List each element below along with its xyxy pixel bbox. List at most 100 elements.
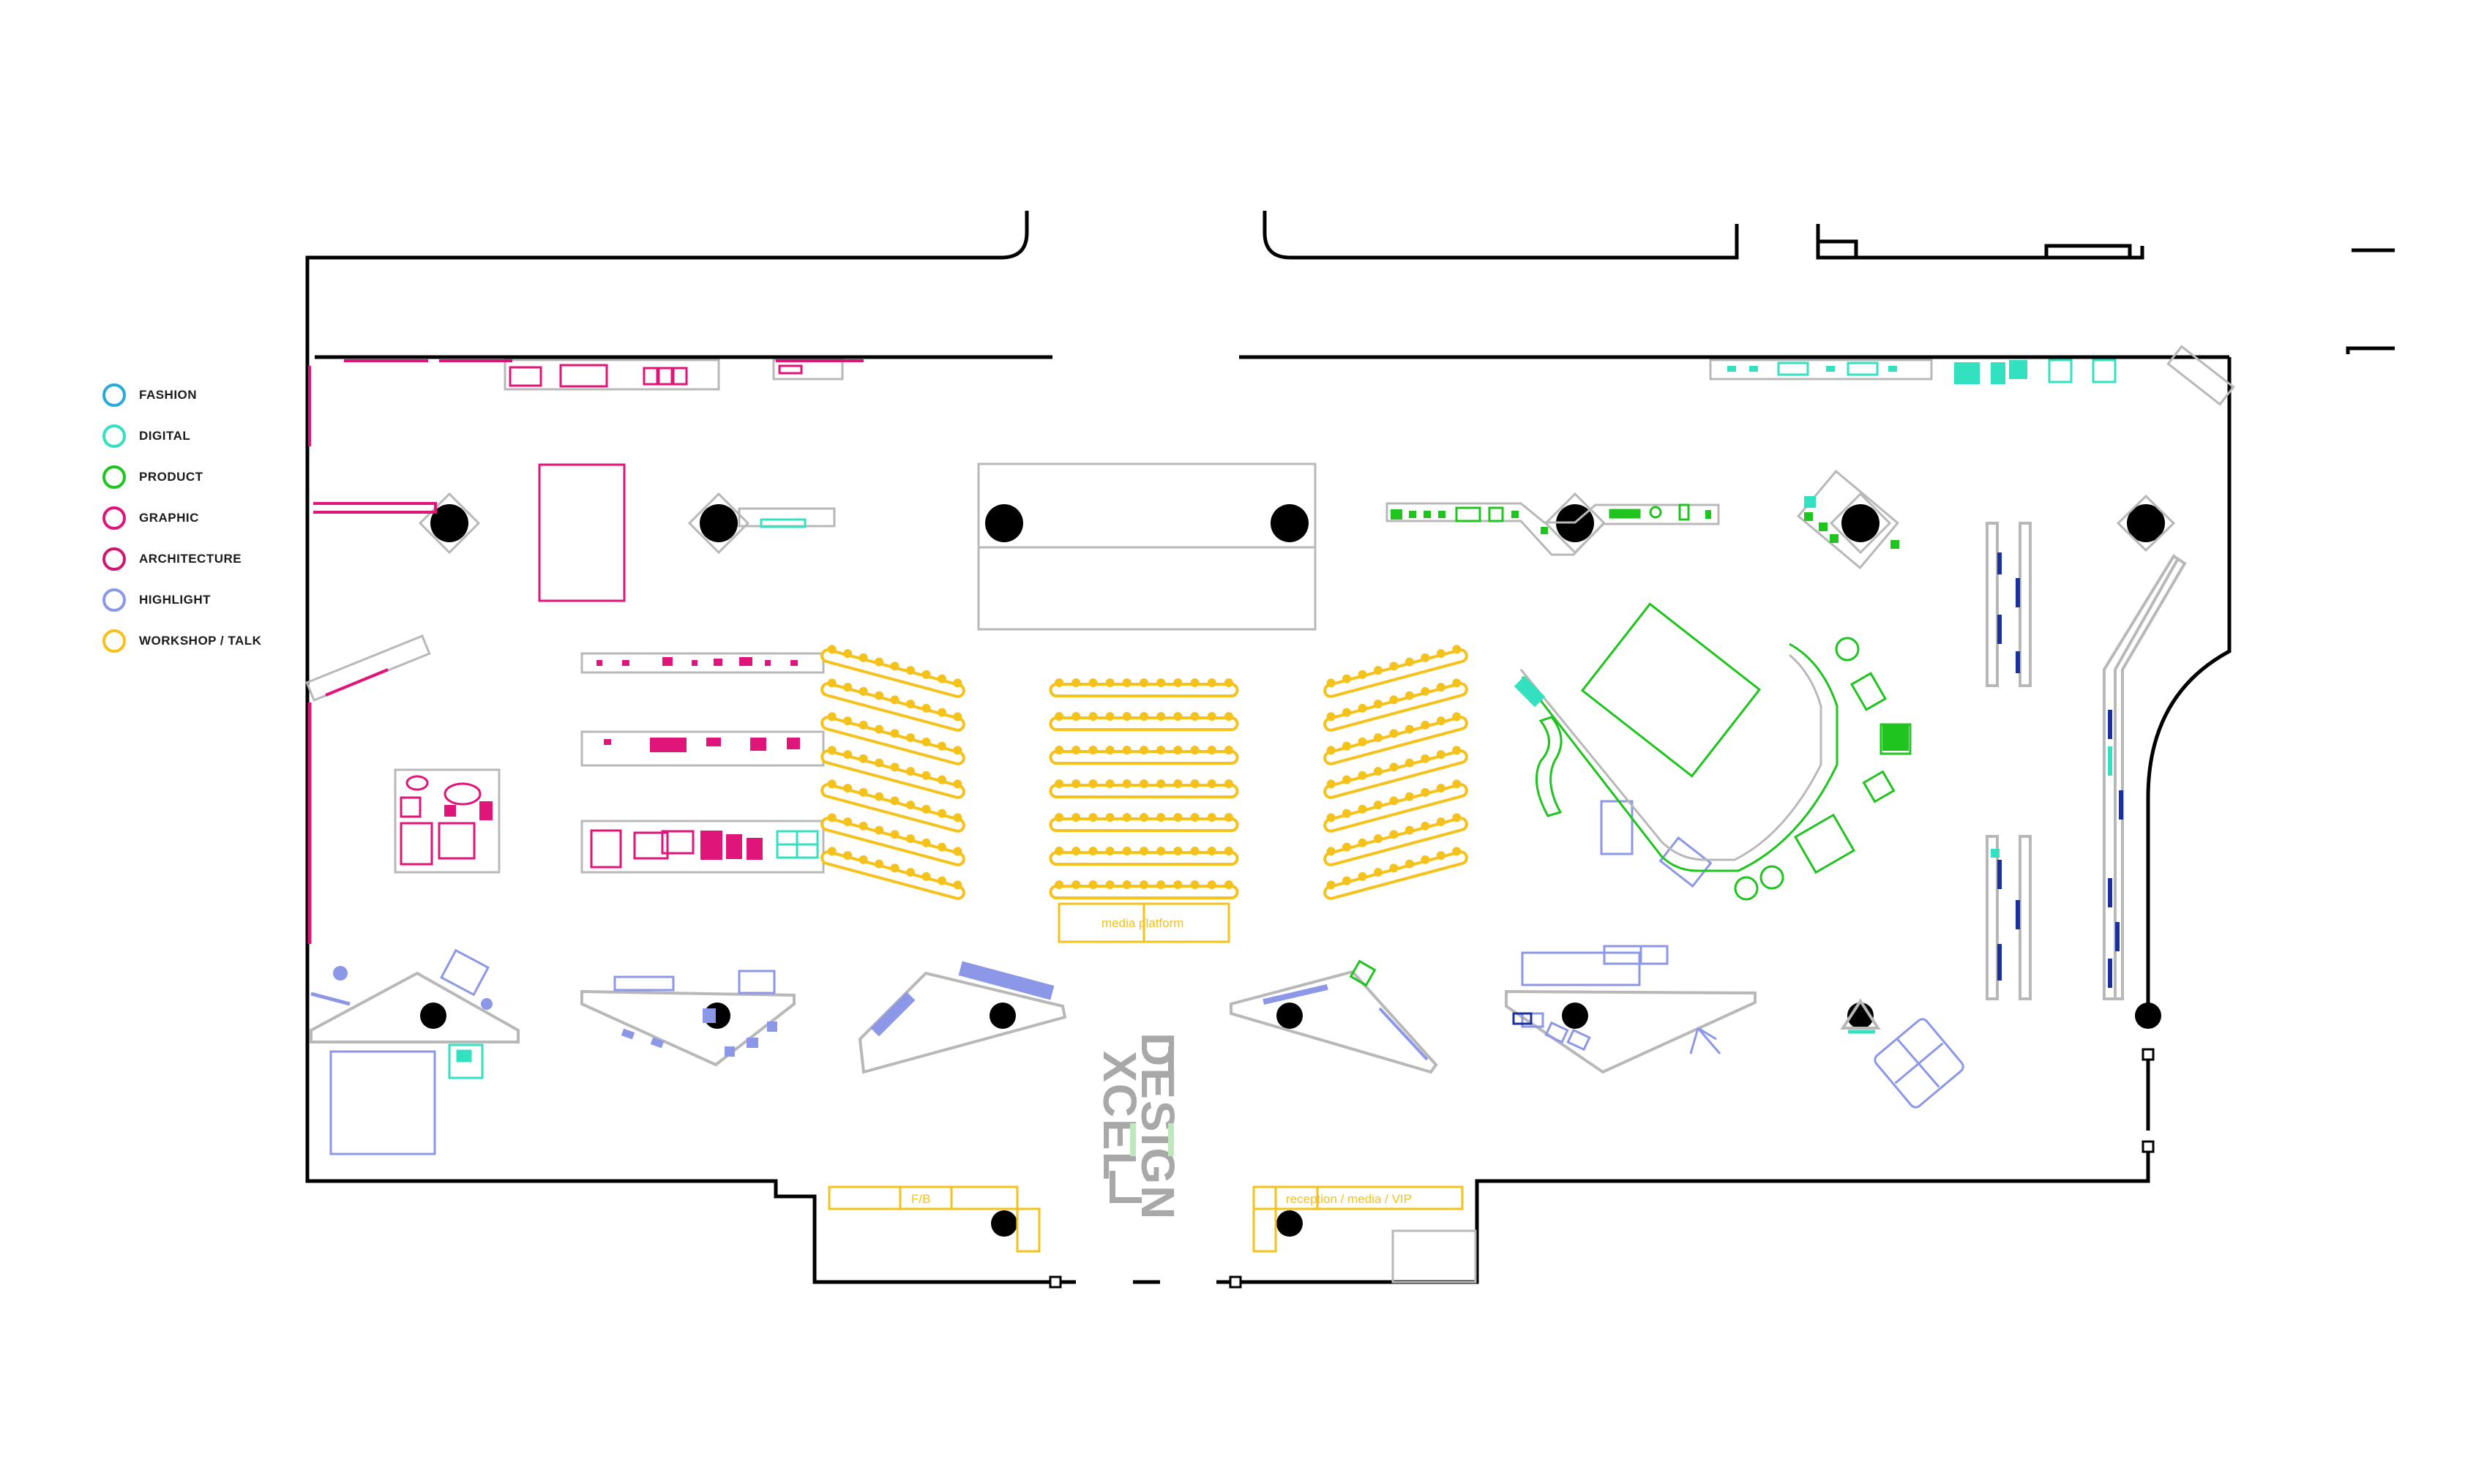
seat	[1421, 787, 1430, 797]
product-shelf	[1385, 469, 1899, 570]
seat	[1404, 657, 1414, 667]
seat	[937, 809, 946, 818]
seat	[1156, 847, 1166, 855]
seat	[921, 804, 931, 814]
legend-circle-icon	[102, 547, 126, 571]
legend-label: GRAPHIC	[139, 511, 199, 525]
seat-row	[1049, 880, 1239, 899]
seat	[1173, 880, 1183, 889]
seat	[1071, 779, 1081, 788]
seat	[859, 754, 868, 763]
seat	[875, 758, 884, 768]
seat-row	[1323, 645, 1468, 698]
seat	[1404, 792, 1414, 801]
seat	[859, 855, 868, 864]
seat	[1342, 775, 1352, 784]
seat	[1207, 813, 1216, 822]
seat	[1071, 813, 1081, 822]
seat	[1358, 771, 1367, 780]
seat	[921, 771, 931, 780]
seat	[843, 683, 853, 692]
seat	[1122, 746, 1131, 754]
seat	[1173, 746, 1183, 754]
seat	[1140, 678, 1148, 687]
seat	[843, 817, 853, 827]
seat	[859, 821, 868, 831]
seat	[1055, 746, 1064, 754]
seat	[1122, 847, 1131, 855]
seat	[953, 847, 962, 856]
seat	[1421, 686, 1430, 696]
seat	[1326, 880, 1336, 890]
left-graphic-area	[305, 463, 836, 944]
seat	[1173, 712, 1183, 721]
seat-row	[1049, 779, 1239, 798]
seat	[1140, 712, 1148, 721]
seat	[1088, 779, 1098, 788]
seat	[1421, 754, 1430, 763]
storage-box	[1391, 1229, 1477, 1283]
seat-row	[1323, 847, 1468, 900]
seat	[1173, 847, 1183, 855]
seat-row	[1049, 678, 1239, 697]
seat	[1140, 779, 1148, 788]
seat	[859, 653, 868, 662]
seating-area	[820, 645, 1468, 900]
logo-xcel-text: XCEL	[1093, 1051, 1146, 1182]
seat	[1055, 712, 1064, 721]
reception-label: reception / media / VIP	[1286, 1192, 1412, 1206]
top-right-digital-marks	[1727, 360, 2027, 384]
seat	[953, 746, 962, 755]
seat	[827, 678, 837, 688]
seat	[1207, 746, 1216, 754]
seat	[1436, 817, 1445, 827]
seat	[875, 724, 884, 734]
digital-box	[448, 1043, 484, 1079]
seat	[1207, 678, 1216, 687]
seat	[1224, 678, 1233, 687]
seat	[1404, 758, 1414, 768]
seat	[1156, 712, 1166, 721]
seat	[921, 872, 931, 881]
seat	[875, 691, 884, 700]
seat-row	[1323, 813, 1468, 866]
graphic-marks	[444, 657, 800, 860]
seat	[1105, 813, 1115, 822]
seat	[1436, 683, 1445, 692]
seat	[1190, 712, 1200, 721]
seat	[875, 657, 884, 667]
seat	[1342, 708, 1352, 717]
seat	[1326, 779, 1336, 789]
seat	[1207, 880, 1216, 889]
bottom-displays	[310, 970, 1881, 1074]
seat	[843, 851, 853, 861]
product-items	[1349, 503, 1912, 987]
seat	[1140, 746, 1148, 754]
seat	[1105, 746, 1115, 754]
legend-label: DIGITAL	[139, 429, 191, 443]
seat-row	[1049, 813, 1239, 832]
product-curve-shelf	[1519, 653, 1822, 861]
seat	[953, 880, 962, 890]
seat	[906, 868, 916, 877]
stage	[977, 462, 1317, 631]
legend-circle-icon	[102, 465, 126, 489]
seat	[1452, 813, 1462, 822]
seat	[1421, 653, 1430, 662]
fb-counter	[828, 1185, 1041, 1253]
seat	[1389, 830, 1399, 839]
seat	[1156, 813, 1166, 822]
seat	[1190, 678, 1200, 687]
seat	[1452, 847, 1462, 856]
seat-row	[1049, 847, 1239, 866]
legend-circle-icon	[102, 506, 126, 530]
seat	[937, 775, 946, 784]
seat	[921, 703, 931, 713]
seat	[937, 708, 946, 717]
seat	[1358, 804, 1367, 814]
seat	[1421, 855, 1430, 864]
seat	[1088, 813, 1098, 822]
legend-item-highlight: HIGHLIGHT	[102, 580, 261, 621]
seat	[1404, 825, 1414, 835]
